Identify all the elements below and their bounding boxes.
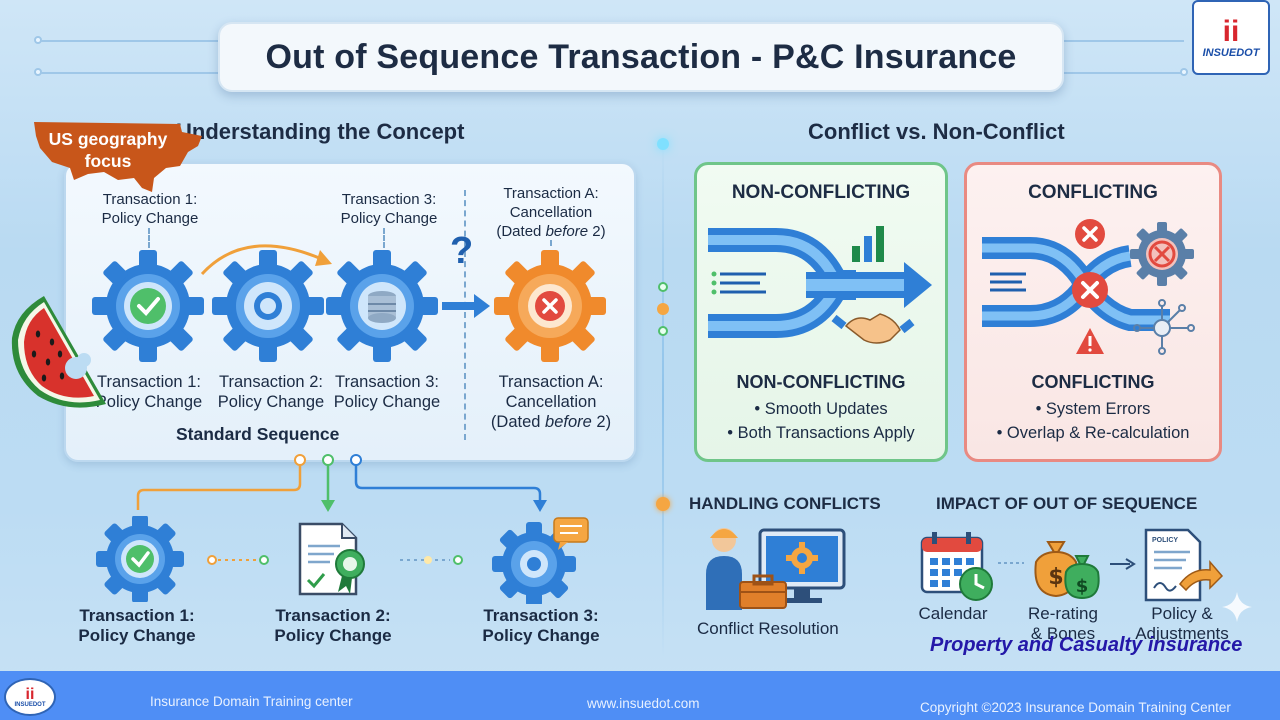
gear-check-icon	[96, 516, 184, 602]
circuit-node	[34, 68, 42, 76]
property-casualty-caption: Property and Casualty insurance	[930, 634, 1243, 656]
dashed-connector	[148, 228, 150, 248]
impact-policy-label: Policy & Adjustments	[1135, 604, 1229, 643]
green-dot	[658, 326, 668, 336]
dotted-link	[998, 562, 1024, 564]
impact-rerating-label: Re-rating & Bones	[1028, 604, 1098, 643]
footer-training-center: Insurance Domain Training center	[150, 694, 353, 709]
circuit-node	[34, 36, 42, 44]
gear-plain-icon	[212, 250, 324, 362]
policy-document-icon	[1144, 528, 1224, 602]
label-transaction-2: Transaction 2: Policy Change	[217, 373, 325, 411]
bullet-overlap: • Overlap & Re-calculation	[996, 424, 1190, 442]
dotted-link	[207, 555, 269, 565]
circuit-line	[1064, 40, 1184, 42]
money-bags-icon: $ $	[1034, 541, 1100, 600]
bullet-both-apply: • Both Transactions Apply	[727, 424, 915, 442]
footer-bar	[0, 671, 1280, 720]
vertical-divider	[662, 140, 664, 660]
curved-arrow-icon	[200, 244, 332, 276]
footer-copyright: Copyright ©2023 Insurance Domain Trainin…	[920, 700, 1231, 715]
question-mark: ?	[450, 230, 474, 272]
logo-mark: ii	[1222, 14, 1240, 48]
standard-sequence-label: Standard Sequence	[176, 424, 340, 444]
orange-dot	[657, 303, 669, 315]
circuit-line	[1064, 72, 1184, 74]
top-label-transaction-1: Transaction 1: Policy Change	[101, 191, 199, 227]
dashed-connector	[383, 228, 385, 248]
sparkle-icon	[1222, 592, 1252, 622]
handling-conflicts-title: HANDLING CONFLICTS	[689, 494, 881, 513]
brand-logo: ii INSUEDOT	[1192, 0, 1270, 75]
orange-dot	[656, 497, 670, 511]
conflicting-heading: CONFLICTING	[1028, 182, 1158, 203]
footer-logo-mark: ii	[25, 685, 35, 703]
merge-flow-icon	[708, 226, 932, 344]
gear-chat-icon	[492, 517, 589, 604]
top-label-transaction-a: Transaction A: Cancellation (Dated befor…	[496, 185, 606, 240]
conflict-flow-icon	[982, 219, 1195, 355]
svg-text:$: $	[1048, 565, 1063, 590]
logo-name: INSUEDOT	[1202, 46, 1260, 59]
impact-calendar-label: Calendar	[918, 604, 988, 623]
svg-text:$: $	[1076, 576, 1089, 597]
gears-row	[92, 250, 606, 362]
label-transaction-a: Transaction A: Cancellation (Dated befor…	[490, 373, 612, 431]
glow-dot	[657, 138, 669, 150]
section-title-concept: Understanding the Concept	[176, 119, 465, 144]
arrow-right-icon	[1110, 558, 1136, 570]
bullet-smooth-updates: • Smooth Updates	[754, 400, 888, 418]
dotted-link	[400, 555, 463, 565]
gear-error-icon	[494, 250, 606, 362]
section-title-conflict: Conflict vs. Non-Conflict	[808, 119, 1065, 144]
gear-database-icon	[326, 250, 438, 362]
title-banner: Out of Sequence Transaction - P&C Insura…	[218, 22, 1064, 92]
footer-logo: ii INSUEDOT	[4, 678, 56, 716]
watermelon-icon	[11, 296, 106, 408]
dashed-divider	[464, 190, 466, 440]
label-transaction-3: Transaction 3: Policy Change	[333, 373, 441, 411]
document-approved-icon	[298, 522, 365, 596]
non-conflicting-heading: NON-CONFLICTING	[731, 182, 911, 203]
conflict-resolution-icon	[706, 528, 846, 610]
lower-label-transaction-3: Transaction 3: Policy Change	[482, 606, 600, 645]
dashed-connector	[550, 240, 552, 258]
circuit-line	[40, 72, 218, 74]
conflicting-bullets: • System Errors • Overlap & Re-calculati…	[964, 397, 1222, 445]
circuit-node	[1180, 68, 1188, 76]
green-dot	[658, 282, 668, 292]
impact-title: IMPACT OF OUT OF SEQUENCE	[936, 494, 1198, 513]
label-transaction-1: Transaction 1: Policy Change	[95, 373, 203, 411]
us-map-sticker-icon	[34, 122, 202, 192]
top-label-transaction-3: Transaction 3: Policy Change	[340, 191, 438, 227]
lower-label-transaction-1: Transaction 1: Policy Change	[78, 606, 196, 645]
footer-website-link[interactable]: www.insuedot.com	[587, 696, 700, 711]
lower-label-transaction-2: Transaction 2: Policy Change	[274, 606, 392, 645]
footer-logo-name: INSUEDOT	[14, 701, 46, 708]
circuit-line	[40, 40, 218, 42]
conflicting-subheading: CONFLICTING	[1031, 372, 1155, 392]
conflict-resolution-label: Conflict Resolution	[697, 619, 839, 638]
us-geography-label: US geography focus	[48, 129, 168, 171]
non-conflicting-subheading: NON-CONFLICTING	[736, 372, 906, 392]
page-title: Out of Sequence Transaction - P&C Insura…	[265, 37, 1017, 76]
calendar-icon	[920, 532, 993, 601]
non-conflicting-bullets: • Smooth Updates • Both Transactions App…	[694, 397, 948, 445]
policy-doc-label: POLICY	[1152, 537, 1179, 544]
flow-connectors	[136, 454, 547, 512]
gear-check-icon	[92, 250, 204, 362]
bullet-system-errors: • System Errors	[1035, 400, 1151, 418]
